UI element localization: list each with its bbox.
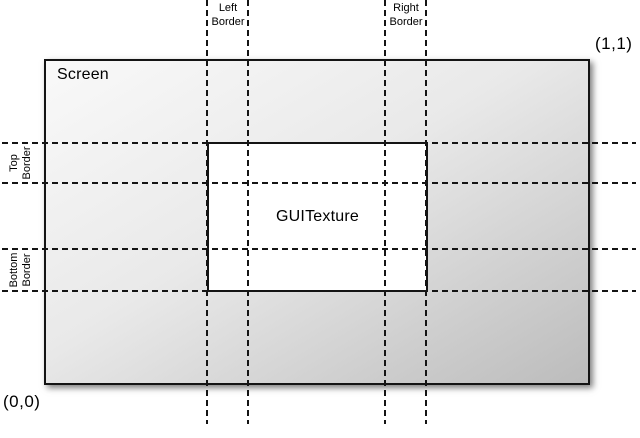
top-border-label-line2: Border [21,146,33,180]
right-border-label-line1: Right [393,2,419,14]
coord-label-top-right: (1,1) [595,34,633,53]
bottom-border-outer-dashed-line [2,290,636,292]
screen-label: Screen [57,66,109,83]
left-border-label-line2: Border [211,16,245,28]
guitexture-rect: GUITexture [207,142,428,292]
coord-label-bottom-left: (0,0) [3,392,41,411]
bottom-border-label: Bottom Border [8,253,34,288]
bottom-border-label-line2: Border [21,253,33,287]
bottom-border-inner-dashed-line [2,248,636,250]
left-border-inner-dashed-line [247,0,249,424]
left-border-outer-dashed-line [206,0,208,424]
top-border-inner-dashed-line [2,182,636,184]
left-border-label-line1: Left [218,2,238,14]
right-border-label: Right Border [389,1,422,29]
bottom-border-label-line1: Bottom [8,252,20,288]
guitexture-label: GUITexture [276,208,359,225]
right-border-label-line2: Border [389,16,423,28]
left-border-label: Left Border [211,1,244,29]
top-border-outer-dashed-line [2,142,636,144]
top-border-label: Top Border [8,146,34,179]
right-border-outer-dashed-line [425,0,427,424]
top-border-label-line1: Top [8,154,20,172]
right-border-inner-dashed-line [384,0,386,424]
